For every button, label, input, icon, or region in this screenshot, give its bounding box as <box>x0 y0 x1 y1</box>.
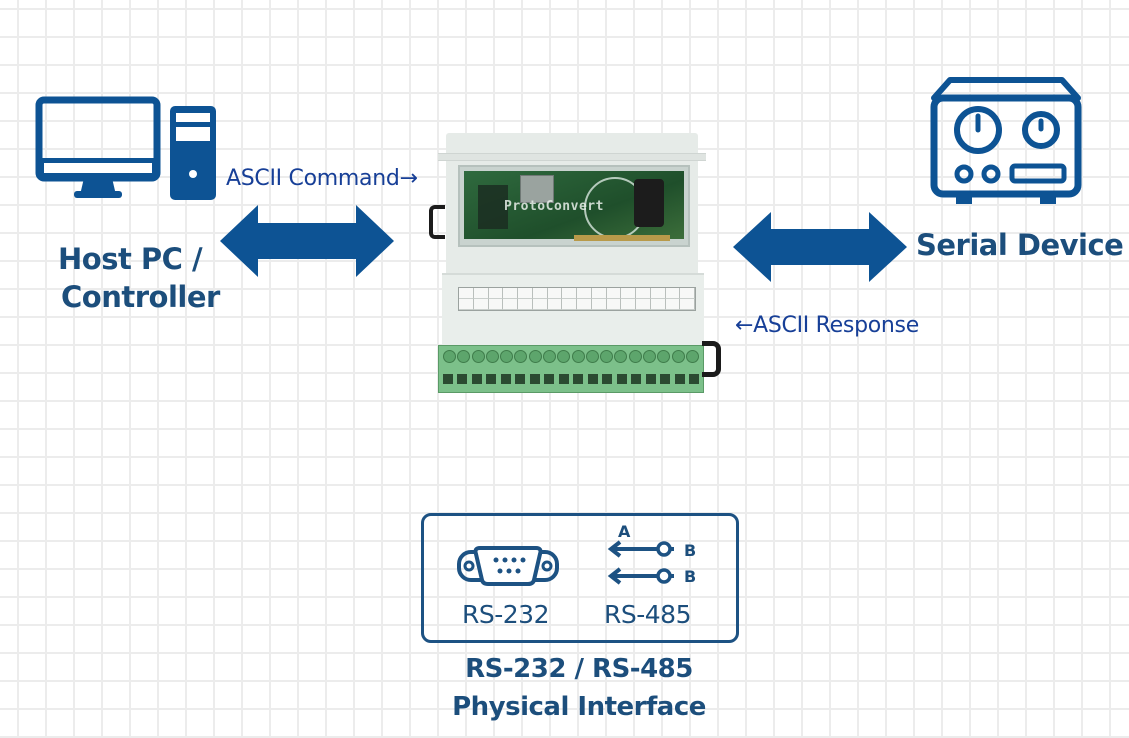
device-housing-lip <box>438 153 706 161</box>
terminal-screws <box>443 350 699 366</box>
interface-caption: RS-232 / RS-485 Physical Interface <box>420 650 738 726</box>
desktop-computer-icon <box>35 96 216 200</box>
rs485-lines-icon <box>607 540 674 585</box>
mounting-clip-right <box>702 341 721 377</box>
mounting-clip-left <box>429 205 445 239</box>
serial-device-label: Serial Device <box>916 228 1124 262</box>
converter-device: ProtoConvert <box>429 133 721 393</box>
buzzer-component <box>634 179 664 227</box>
pin-header <box>574 235 670 241</box>
terminal-wire-slots <box>443 374 699 386</box>
host-pc-label-line1: Host PC / <box>58 242 203 276</box>
db9-connector-icon <box>457 546 559 586</box>
instrument-device-icon <box>930 77 1082 204</box>
circuit-board: ProtoConvert <box>464 171 684 241</box>
host-pc-label: Host PC / Controller <box>58 240 220 316</box>
rs485-line-a-label: A <box>618 522 630 541</box>
device-brand-text: ProtoConvert <box>504 199 604 214</box>
rs485-label: RS-485 <box>604 600 691 629</box>
rs232-label: RS-232 <box>462 600 549 629</box>
rs485-line-b2-label: B <box>684 567 696 586</box>
device-housing-mid <box>442 273 704 347</box>
interface-caption-line1: RS-232 / RS-485 <box>465 654 693 684</box>
terminal-block <box>438 345 704 393</box>
device-window: ProtoConvert <box>458 165 690 247</box>
ascii-command-label: ASCII Command→ <box>226 166 418 191</box>
chip-block <box>478 185 508 229</box>
host-pc-label-line2: Controller <box>61 280 220 314</box>
ethernet-port <box>520 175 554 203</box>
left-double-arrow <box>220 205 394 277</box>
right-double-arrow <box>733 212 907 282</box>
rs485-line-b1-label: B <box>684 541 696 560</box>
ascii-response-label: ←ASCII Response <box>735 313 919 338</box>
terminal-label-strip <box>458 287 696 311</box>
interface-caption-line2: Physical Interface <box>452 692 706 722</box>
physical-interface-panel: A B B RS-232 RS-485 <box>421 513 739 643</box>
